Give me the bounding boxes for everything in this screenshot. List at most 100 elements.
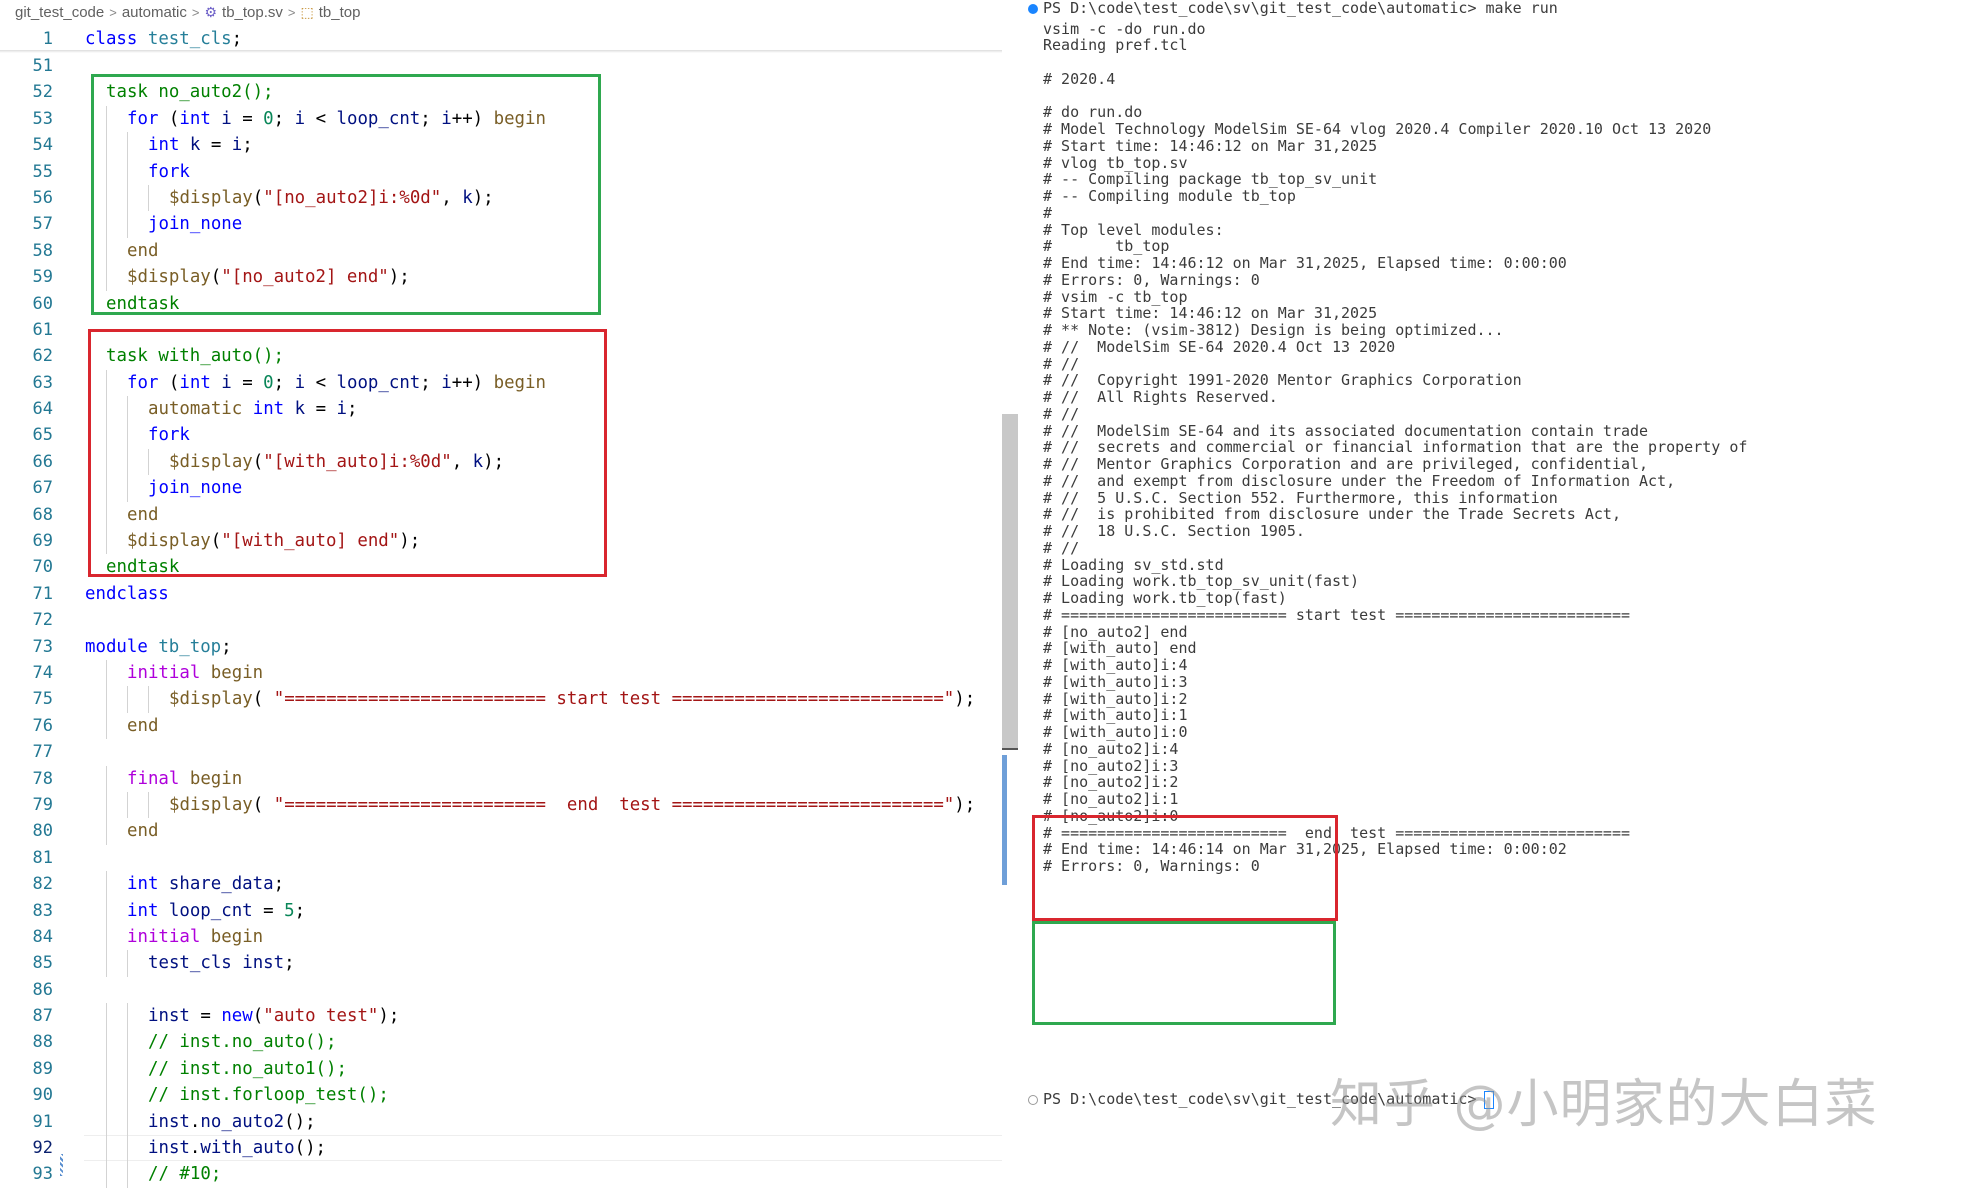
code-line[interactable]: 93// #10; xyxy=(0,1161,1018,1188)
code-line[interactable]: 66$display("[with_auto]i:%0d", k); xyxy=(0,448,1018,476)
code-text[interactable]: initial begin xyxy=(127,660,263,686)
code-text[interactable]: fork xyxy=(148,422,190,448)
code-text[interactable]: // #10; xyxy=(148,1161,221,1187)
code-text[interactable]: inst.with_auto(); xyxy=(148,1135,326,1161)
code-text[interactable]: end xyxy=(127,818,158,844)
code-text[interactable]: // inst.no_auto(); xyxy=(148,1029,336,1055)
code-text[interactable]: initial begin xyxy=(127,924,263,950)
code-text[interactable]: end xyxy=(127,502,158,528)
code-text[interactable]: endclass xyxy=(85,581,169,607)
code-text[interactable]: inst = new("auto test"); xyxy=(148,1003,399,1029)
command-pending-dot-icon[interactable] xyxy=(1028,1095,1038,1105)
code-text[interactable]: for (int i = 0; i < loop_cnt; i++) begin xyxy=(127,370,546,396)
code-text[interactable]: $display( "========================= end… xyxy=(169,792,975,818)
code-line[interactable]: 72 xyxy=(0,607,1018,633)
code-line[interactable]: 86 xyxy=(0,977,1018,1003)
terminal-panel[interactable]: PS D:\code\test_code\sv\git_test_code\au… xyxy=(1018,0,1977,1181)
code-text[interactable]: // inst.no_auto1(); xyxy=(148,1056,347,1082)
code-line[interactable]: 75$display( "========================= s… xyxy=(0,686,1018,713)
code-text[interactable]: fork xyxy=(148,159,190,185)
code-text[interactable]: task with_auto(); xyxy=(106,343,284,369)
terminal-cursor[interactable] xyxy=(1484,1091,1494,1109)
code-text[interactable]: join_none xyxy=(148,211,242,237)
code-line[interactable]: 61 xyxy=(0,317,1018,343)
code-line[interactable]: 59$display("[no_auto2] end"); xyxy=(0,264,1018,291)
code-token: ++) xyxy=(451,372,494,393)
code-text[interactable]: int share_data; xyxy=(127,871,284,897)
code-text[interactable]: for (int i = 0; i < loop_cnt; i++) begin xyxy=(127,106,546,132)
breadcrumb-item[interactable]: tb_top.sv xyxy=(222,3,283,21)
code-text[interactable]: task no_auto2(); xyxy=(106,79,274,105)
code-editor[interactable]: git_test_code>automatic>⚙tb_top.sv>⬚tb_t… xyxy=(0,0,1018,1188)
code-text[interactable]: $display("[with_auto] end"); xyxy=(127,528,420,554)
code-text[interactable]: final begin xyxy=(127,766,242,792)
command-success-dot-icon[interactable] xyxy=(1028,4,1038,14)
code-line[interactable]: 51 xyxy=(0,53,1018,79)
code-text[interactable]: int k = i; xyxy=(148,132,253,158)
code-text[interactable]: int loop_cnt = 5; xyxy=(127,898,305,924)
code-text[interactable]: end xyxy=(127,238,158,264)
code-text[interactable]: endtask xyxy=(106,554,179,580)
code-text[interactable]: // inst.forloop_test(); xyxy=(148,1082,389,1108)
breadcrumb-item[interactable]: automatic xyxy=(121,3,187,21)
code-text[interactable]: $display("[with_auto]i:%0d", k); xyxy=(169,449,504,475)
code-text[interactable]: automatic int k = i; xyxy=(148,396,357,422)
code-text[interactable]: $display("[no_auto2]i:%0d", k); xyxy=(169,185,494,211)
terminal-output-line: # Model Technology ModelSim SE-64 vlog 2… xyxy=(1043,120,1712,139)
breadcrumb-item[interactable]: tb_top xyxy=(318,3,361,21)
code-token: i xyxy=(441,372,452,393)
breadcrumb-item[interactable]: git_test_code xyxy=(15,3,105,21)
code-line[interactable]: 88// inst.no_auto(); xyxy=(0,1029,1018,1056)
code-text[interactable]: join_none xyxy=(148,475,242,501)
code-token: module xyxy=(85,636,148,657)
editor-scrollbar-thumb[interactable] xyxy=(1002,414,1018,750)
code-token: begin xyxy=(493,108,546,129)
code-text[interactable]: module tb_top; xyxy=(85,634,232,660)
code-line[interactable]: 69$display("[with_auto] end"); xyxy=(0,528,1018,555)
code-line[interactable]: 79$display( "========================= e… xyxy=(0,791,1018,819)
code-line[interactable]: 90// inst.forloop_test(); xyxy=(0,1082,1018,1109)
code-line[interactable]: 81 xyxy=(0,845,1018,871)
code-line[interactable]: 56$display("[no_auto2]i:%0d", k); xyxy=(0,184,1018,212)
code-text[interactable]: endtask xyxy=(106,291,179,317)
code-line[interactable]: 77 xyxy=(0,739,1018,765)
code-text[interactable]: $display( "========================= sta… xyxy=(169,686,975,712)
code-text[interactable]: class test_cls; xyxy=(85,26,242,52)
code-text[interactable]: $display("[no_auto2] end"); xyxy=(127,264,410,290)
code-text[interactable]: test_cls inst; xyxy=(148,950,295,976)
code-token: for xyxy=(127,372,159,393)
code-line[interactable]: 89// inst.no_auto1(); xyxy=(0,1055,1018,1083)
code-text[interactable]: inst.no_auto2(); xyxy=(148,1109,316,1135)
code-text[interactable]: end xyxy=(127,713,158,739)
